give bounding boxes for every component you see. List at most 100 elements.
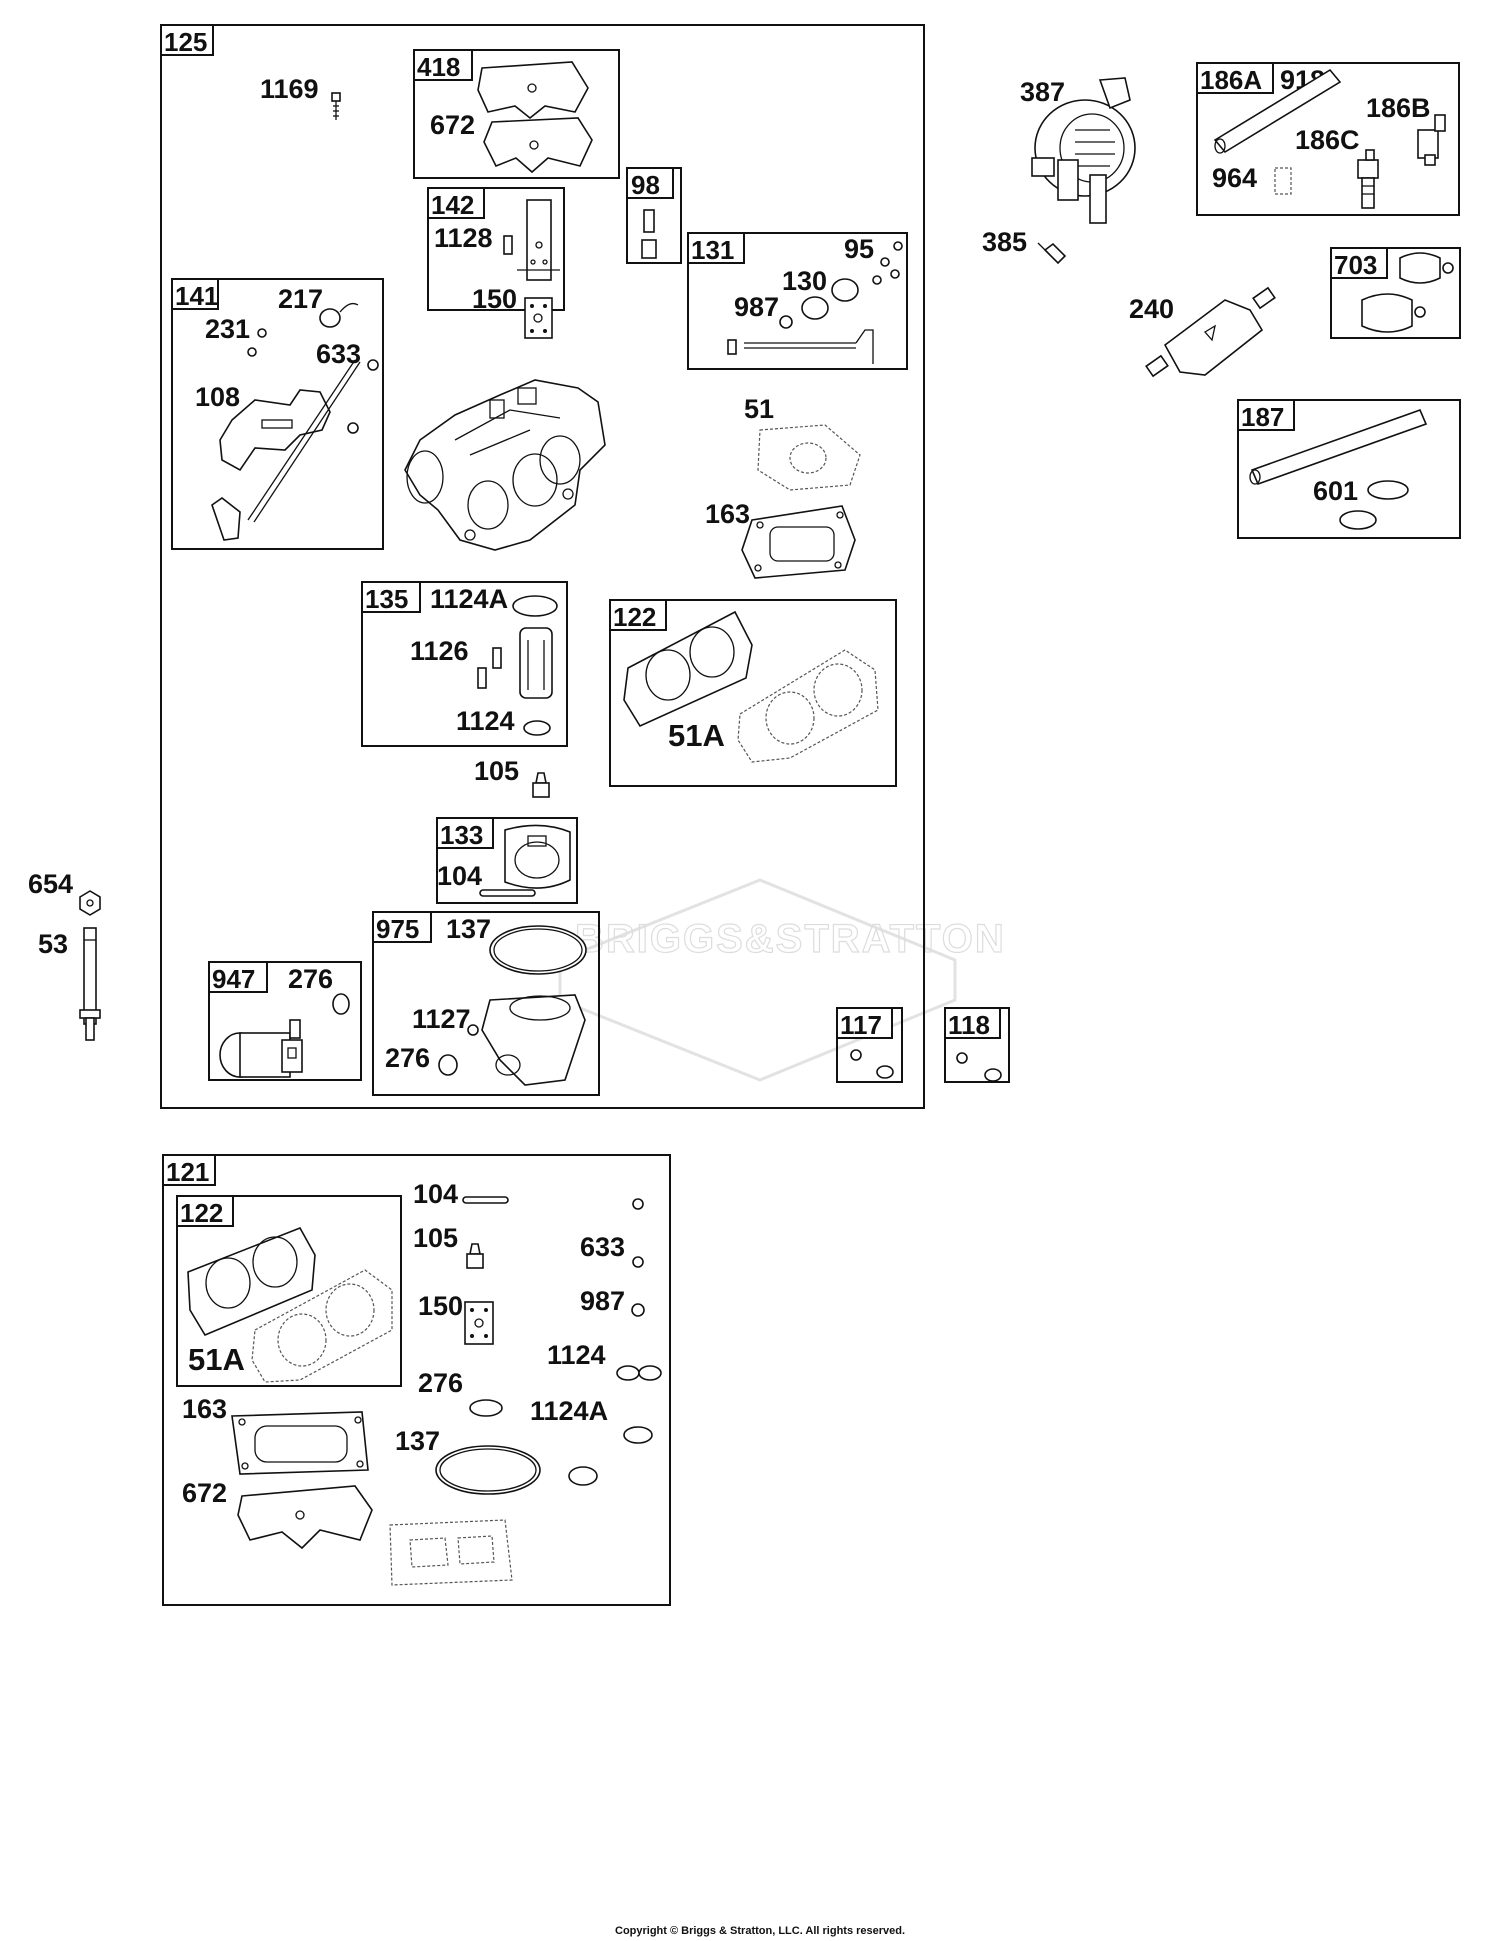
part-105-label-b: 105 xyxy=(413,1223,458,1253)
screw-118 xyxy=(956,1052,968,1064)
gasket-672-b xyxy=(237,1485,373,1550)
part-1126-label: 1126 xyxy=(410,636,469,666)
kit-98-label: 98 xyxy=(631,170,660,200)
part-987-label-b: 987 xyxy=(580,1286,625,1316)
metering-plate-142 xyxy=(503,199,560,281)
float-1124-b xyxy=(616,1365,662,1381)
washer-276-c xyxy=(469,1399,503,1417)
part-51A-label-b: 51A xyxy=(188,1342,245,1377)
part-137-label: 137 xyxy=(446,914,491,944)
choke-shaft-141 xyxy=(211,359,361,541)
kit-133-frame xyxy=(436,817,578,904)
kit-131-frame xyxy=(687,232,908,370)
screw-385 xyxy=(1037,242,1067,265)
stud-53 xyxy=(79,927,101,1041)
kit-703-frame xyxy=(1330,247,1461,339)
part-53-label: 53 xyxy=(38,929,68,959)
washer-633-b xyxy=(632,1256,644,1268)
part-1124-label-b: 1124 xyxy=(547,1340,606,1370)
kit-121-frame xyxy=(162,1154,671,1606)
gasket-51A-b xyxy=(251,1269,393,1383)
kit-418-frame xyxy=(413,49,620,179)
part-276-label-b: 276 xyxy=(288,964,333,994)
washer-1124A-b xyxy=(623,1426,653,1444)
fuel-line-918 xyxy=(1213,68,1342,154)
spacer-122b xyxy=(187,1226,316,1337)
kit-141-frame xyxy=(171,278,384,550)
fuel-line-187 xyxy=(1249,408,1428,486)
part-104-label: 104 xyxy=(437,861,482,891)
clamp-703-b xyxy=(1361,293,1426,333)
part-633-label: 633 xyxy=(316,339,361,369)
kit-142-label: 142 xyxy=(431,190,474,220)
kit-122-frame xyxy=(609,599,897,787)
solenoid-947 xyxy=(219,1019,303,1078)
gasket-418-top xyxy=(477,61,589,120)
filter-964 xyxy=(1274,167,1292,195)
gasket-672 xyxy=(483,117,593,174)
washer-987 xyxy=(779,315,793,329)
fitting-186C xyxy=(1357,149,1379,209)
fuel-bowl-975 xyxy=(481,994,586,1086)
copyright-text: Copyright © Briggs & Stratton, LLC. All … xyxy=(615,1925,905,1937)
washer-987-b xyxy=(631,1303,645,1317)
part-1124-label: 1124 xyxy=(456,706,515,736)
screw-1169 xyxy=(331,92,341,120)
kit-187-label: 187 xyxy=(1241,402,1284,432)
carburetor-body xyxy=(404,379,606,551)
part-163-label: 163 xyxy=(705,499,750,529)
washer-633 xyxy=(367,359,379,371)
part-150-label-b: 150 xyxy=(418,1291,463,1321)
kit-418-label: 418 xyxy=(417,52,460,82)
part-1169-label: 1169 xyxy=(260,74,319,104)
gasket-51 xyxy=(757,424,861,491)
fitting-186B xyxy=(1417,114,1446,166)
nut-654 xyxy=(79,890,101,916)
fuel-filter-240 xyxy=(1145,286,1276,378)
part-51-label: 51 xyxy=(744,394,774,424)
o-ring-137-b xyxy=(435,1445,541,1495)
plate-150-b xyxy=(464,1301,494,1345)
kit-125-frame xyxy=(160,24,925,1109)
needle-105-b xyxy=(466,1243,484,1269)
washer-118 xyxy=(984,1068,1002,1082)
kit-122-label: 122 xyxy=(613,602,656,632)
float-bowl-133 xyxy=(504,824,571,889)
washer-top-b xyxy=(632,1198,644,1210)
part-95-label: 95 xyxy=(844,234,874,264)
part-1127-label: 1127 xyxy=(412,1004,471,1034)
part-672-label-b: 672 xyxy=(182,1478,227,1508)
kit-131-label: 131 xyxy=(691,235,734,265)
gasket-163-b xyxy=(231,1411,369,1475)
part-217-label: 217 xyxy=(278,284,323,314)
kit-186A-frame xyxy=(1196,62,1460,216)
throttle-plates-130 xyxy=(801,278,859,320)
screws-1126 xyxy=(477,647,502,689)
part-130-label: 130 xyxy=(782,266,827,296)
float-135 xyxy=(512,595,558,736)
spacer-122 xyxy=(623,610,753,728)
kit-187-frame xyxy=(1237,399,1461,539)
kit-135-frame xyxy=(361,581,568,747)
watermark-logo: BRIGGS&STRATTON xyxy=(558,878,1006,1082)
part-240-label: 240 xyxy=(1129,294,1174,324)
kit-141-label: 141 xyxy=(175,281,218,311)
kit-125-label: 125 xyxy=(164,27,207,57)
fuel-pump-387 xyxy=(1031,77,1136,224)
part-987-label: 987 xyxy=(734,292,779,322)
part-51A-label: 51A xyxy=(668,718,725,753)
gasket-163 xyxy=(741,505,856,579)
kit-135-label: 135 xyxy=(365,584,408,614)
part-1124A-label-b: 1124A xyxy=(530,1396,608,1426)
watermark-text: BRIGGS&STRATTON xyxy=(575,917,1006,961)
part-1124A-label: 1124A xyxy=(430,584,508,614)
part-231-label: 231 xyxy=(205,314,250,344)
kit-947-frame xyxy=(208,961,362,1081)
gasket-lower-b xyxy=(389,1519,513,1586)
kit-121-label: 121 xyxy=(166,1157,209,1187)
part-672-label: 672 xyxy=(430,110,475,140)
pin-104-b xyxy=(462,1196,509,1204)
part-163-label-b: 163 xyxy=(182,1394,227,1424)
screws-231 xyxy=(247,328,267,357)
